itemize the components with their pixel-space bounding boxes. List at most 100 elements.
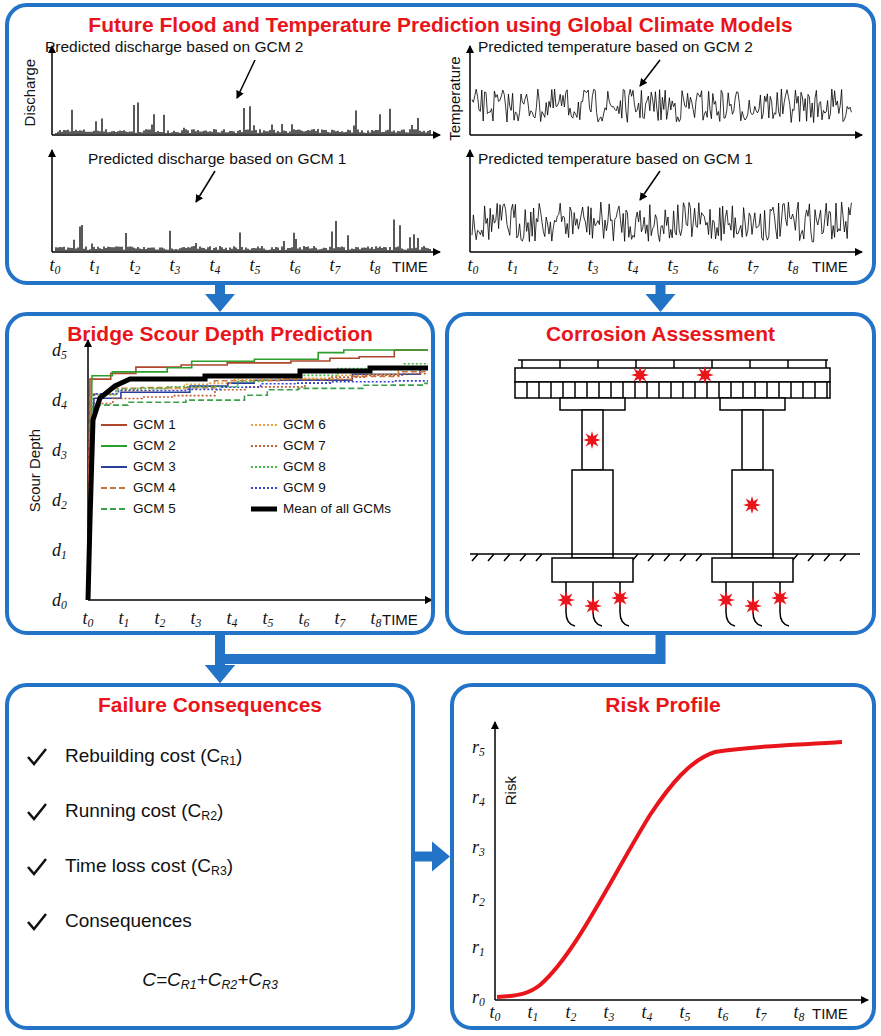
- axis-tick-label: t6: [299, 608, 310, 629]
- girder: [706, 382, 708, 398]
- column: [582, 410, 603, 470]
- girder: [562, 382, 564, 398]
- girder: [550, 382, 552, 398]
- axis-tick-label: d2: [52, 490, 67, 511]
- axis-line: [51, 150, 53, 252]
- axis-tick-label: t4: [642, 1002, 653, 1023]
- check-mark: [28, 914, 46, 929]
- girder: [598, 382, 600, 398]
- girder: [694, 382, 696, 398]
- axis-tick-label: t1: [528, 1002, 539, 1023]
- flow-arrow: [415, 842, 450, 872]
- legend-sample: [250, 419, 278, 431]
- corrosion-mark: [743, 496, 761, 514]
- axis-tick-label: t8: [370, 255, 381, 276]
- axis-tick-label: t2: [548, 255, 559, 276]
- ground-hatch: [536, 554, 542, 561]
- axis-line: [494, 722, 496, 1000]
- legend-line: [251, 466, 277, 468]
- corrosion-mark: [584, 597, 602, 615]
- axis-tick-label: t5: [680, 1002, 691, 1023]
- legend-entry: GCM 5: [100, 501, 176, 516]
- girder: [646, 382, 648, 398]
- legend-line: [251, 487, 277, 489]
- railing: [518, 359, 828, 361]
- column: [742, 410, 763, 470]
- column-base: [732, 470, 773, 558]
- legend-sample: [100, 482, 128, 494]
- girder: [658, 382, 660, 398]
- process-box: Failure ConsequencesRebuilding cost (CR1…: [5, 683, 415, 1030]
- axis-tick-label: t1: [119, 608, 130, 629]
- axis-tick-label: d0: [52, 590, 67, 611]
- axis-title: Scour Depth: [26, 428, 43, 511]
- legend-entry: GCM 4: [100, 480, 176, 495]
- box-title: Failure Consequences: [98, 693, 322, 717]
- girder: [586, 382, 588, 398]
- girder-band: [515, 382, 830, 398]
- legend-text: GCM 1: [133, 417, 176, 432]
- girder: [766, 382, 768, 398]
- legend-text: GCM 9: [283, 480, 326, 495]
- axis-tick-label: t7: [330, 255, 341, 276]
- corrosion-mark: [557, 591, 575, 609]
- ground-hatch: [520, 554, 526, 561]
- axis-unit: TIME: [812, 1005, 848, 1022]
- scour-series: [88, 381, 428, 600]
- box-title: Risk Profile: [605, 693, 721, 717]
- girder: [622, 382, 624, 398]
- process-box: Corrosion Assessment: [445, 312, 876, 635]
- arrow-head: [432, 842, 450, 872]
- axis-tick-label: t5: [263, 608, 274, 629]
- scour-series: [88, 372, 428, 600]
- ground-line: [470, 553, 860, 555]
- arrow-shaft: [656, 285, 666, 294]
- axis-tick-label: t4: [628, 255, 639, 276]
- axis-tick-label: t3: [604, 1002, 615, 1023]
- axis-line: [469, 150, 471, 252]
- box-text: Rebuilding cost (CR1): [65, 745, 242, 767]
- ground-hatch: [824, 554, 830, 561]
- scour-series: [88, 374, 428, 600]
- temperature-series: [472, 89, 851, 123]
- legend-text: GCM 8: [283, 459, 326, 474]
- axis-title: Risk: [501, 776, 518, 805]
- arrow-shaft: [215, 285, 225, 294]
- girder: [742, 382, 744, 398]
- axis-tick-label: t5: [250, 255, 261, 276]
- legend-line: [101, 445, 127, 447]
- legend-text: GCM 4: [133, 480, 176, 495]
- axis-tick-label: t0: [468, 255, 479, 276]
- footing: [712, 558, 793, 582]
- legend-line: [101, 508, 127, 510]
- arrow-head: [205, 294, 235, 312]
- arrow-head: [205, 665, 235, 683]
- axis-tick-label: t2: [566, 1002, 577, 1023]
- axis-line: [470, 134, 862, 136]
- axis-tick-label: t1: [508, 255, 519, 276]
- check-mark: [28, 804, 46, 819]
- check-mark: [28, 749, 46, 764]
- axis-tick-label: t8: [794, 1002, 805, 1023]
- legend-text: GCM 3: [133, 459, 176, 474]
- axis-tick-label: d3: [52, 440, 67, 461]
- pier-cap: [560, 398, 625, 410]
- girder: [730, 382, 732, 398]
- legend-entry: GCM 9: [250, 480, 326, 495]
- pointer-arrow: [640, 60, 660, 86]
- check-mark: [28, 859, 46, 874]
- corrosion-mark: [744, 597, 762, 615]
- girder: [610, 382, 612, 398]
- box-text: Consequences: [65, 910, 192, 932]
- axis-line: [495, 999, 868, 1001]
- railing-post: [597, 360, 599, 368]
- series-caption: Predicted discharge based on GCM 2: [45, 38, 303, 56]
- pointer-arrow: [640, 171, 660, 200]
- discharge-series: [56, 103, 430, 135]
- pointer-arrow: [237, 60, 255, 98]
- legend-line: [101, 466, 127, 468]
- legend-line: [251, 424, 277, 426]
- axis-tick-label: t5: [668, 255, 679, 276]
- process-box: Risk Profile: [450, 683, 876, 1030]
- axis-tick-label: t6: [290, 255, 301, 276]
